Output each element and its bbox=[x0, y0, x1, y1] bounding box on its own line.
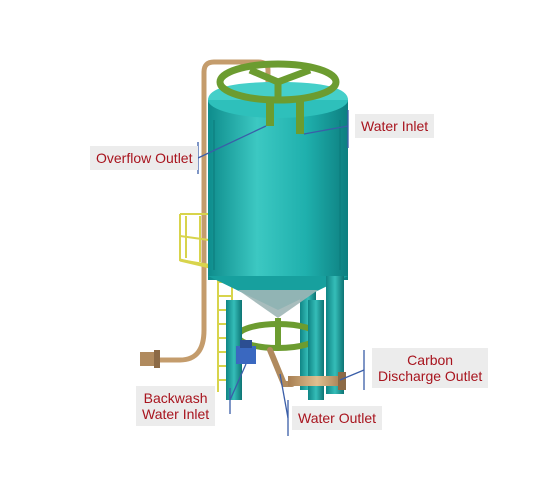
top-nozzles bbox=[266, 100, 304, 134]
backwash-pump bbox=[236, 340, 256, 364]
carbon-discharge-pipe bbox=[288, 372, 346, 390]
water-inlet-label: Water Inlet bbox=[355, 114, 435, 138]
backwash-water-inlet-label: Backwash Water Inlet bbox=[136, 386, 216, 426]
vessel-leg-front bbox=[308, 300, 324, 400]
water-outlet-label: Water Outlet bbox=[292, 406, 383, 430]
leader-lines bbox=[197, 110, 365, 436]
backwash-label-line2: Water Inlet bbox=[142, 406, 210, 422]
vessel-leg-right bbox=[326, 276, 344, 394]
carbon-discharge-label-line2: Discharge Outlet bbox=[378, 368, 483, 384]
carbon-discharge-label-line1: Carbon bbox=[407, 352, 454, 368]
top-manifold-ring bbox=[216, 60, 340, 104]
vessel-leg-left bbox=[226, 300, 242, 400]
backwash-label-line1: Backwash bbox=[143, 390, 208, 406]
overflow-pipe-end bbox=[140, 350, 160, 368]
overflow-outlet-label: Overflow Outlet bbox=[90, 146, 199, 170]
carbon-discharge-outlet-label: Carbon Discharge Outlet bbox=[372, 348, 489, 388]
